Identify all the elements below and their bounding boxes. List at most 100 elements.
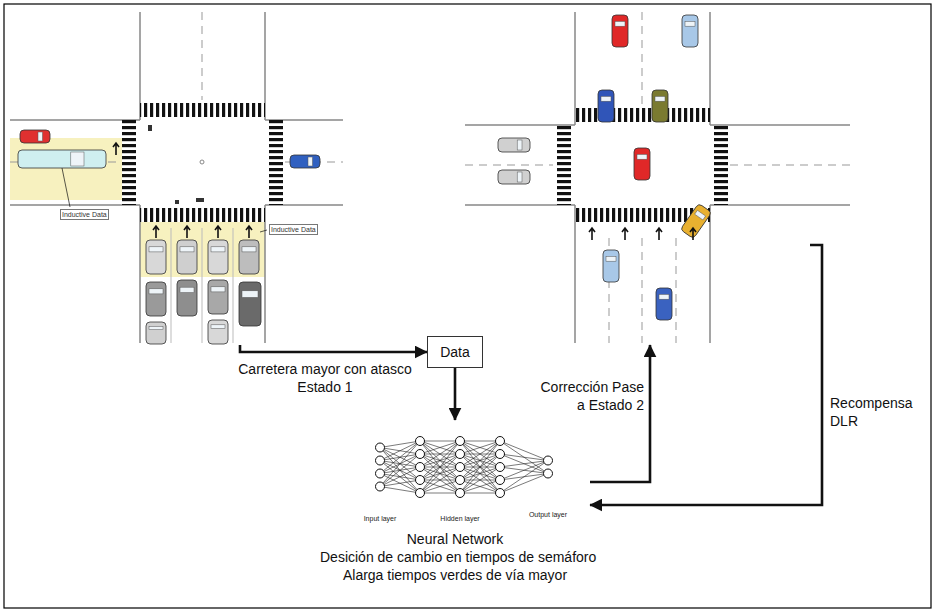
lane-arrow	[246, 226, 252, 238]
drawing-part	[420, 441, 460, 454]
drawing-part	[420, 441, 460, 467]
drawing-part	[200, 160, 204, 164]
drawing-part	[62, 143, 696, 240]
drawing-part	[380, 487, 420, 494]
drawing-part	[269, 120, 283, 205]
drawing-part	[601, 96, 611, 101]
drawing-part	[380, 461, 420, 494]
drawing-part	[149, 289, 163, 294]
data-box: Data	[427, 336, 483, 368]
drawing-part	[496, 476, 505, 485]
lane-arrow	[690, 228, 696, 240]
car-icon	[498, 170, 530, 184]
drawing-part	[465, 12, 850, 343]
drawing-part	[211, 325, 225, 329]
drawing-part	[208, 320, 228, 344]
drawing-part	[380, 448, 420, 494]
drawing-part	[376, 456, 385, 465]
drawing-part	[500, 441, 548, 474]
drawing-part	[420, 441, 460, 454]
drawing-part	[460, 441, 500, 467]
drawing-part	[146, 282, 166, 316]
drawing-part	[380, 480, 420, 487]
drawing-part	[177, 240, 197, 274]
drawing-part	[416, 489, 425, 498]
drawing-part	[685, 21, 695, 26]
car-icon	[290, 155, 320, 168]
intersection-left	[10, 12, 343, 343]
drawing-part	[544, 456, 553, 465]
drawing-part	[496, 489, 505, 498]
drawing-part	[460, 441, 500, 442]
drawing-part	[149, 247, 163, 252]
intersection-right	[465, 12, 850, 343]
lane-arrow	[113, 143, 119, 155]
drawing-part	[517, 172, 522, 182]
drawing-part	[10, 12, 343, 343]
drawing-part	[500, 454, 548, 461]
drawing-part	[196, 198, 204, 202]
drawing-part	[380, 454, 420, 487]
drawing-part	[146, 322, 166, 344]
lane-arrow	[184, 226, 190, 238]
drawing-part	[239, 240, 259, 274]
drawing-part	[465, 12, 850, 343]
neural-network: Input layerHidden layerOutput layerNeura…	[320, 420, 590, 605]
drawing-part	[496, 437, 505, 446]
drawing-part	[575, 108, 710, 122]
drawing-part	[10, 138, 122, 200]
drawing-part	[557, 125, 571, 205]
car-icon	[634, 148, 650, 180]
edge-label: Carretera mayor con atasco Estado 1	[230, 360, 420, 396]
car-icon	[20, 130, 50, 143]
drawing-part	[420, 454, 460, 493]
drawing-part	[149, 326, 163, 329]
flow-arrow	[240, 345, 427, 352]
lane-arrow	[589, 228, 595, 240]
drawing-part	[416, 437, 425, 446]
drawing-part	[460, 467, 500, 493]
drawing-part	[498, 170, 530, 184]
drawing-part	[420, 493, 460, 494]
drawing-part	[38, 132, 43, 141]
drawing-part	[637, 154, 647, 159]
car-icon	[208, 320, 228, 344]
car-icon	[598, 90, 614, 122]
lane-arrow	[215, 226, 221, 238]
intersection-state-1: Inductive DataInductive Data	[5, 10, 345, 345]
drawing-part	[175, 200, 179, 204]
drawing-part	[242, 291, 258, 298]
drawing-part	[420, 467, 460, 493]
car-icon	[682, 15, 698, 47]
car-icon	[603, 250, 619, 282]
drawing-part	[376, 482, 385, 491]
car-icon	[208, 240, 228, 274]
drawing-part	[460, 493, 500, 494]
lane-arrow	[622, 228, 628, 240]
drawing-part	[380, 441, 420, 487]
drawing-part	[242, 247, 256, 252]
drawing-part	[695, 210, 706, 220]
layer-label: Output layer	[529, 510, 567, 519]
drawing-part	[71, 152, 84, 166]
car-icon	[146, 240, 166, 274]
drawing-part	[416, 450, 425, 459]
drawing-part	[177, 280, 197, 316]
drawing-part	[456, 463, 465, 472]
lane-arrow	[656, 228, 662, 240]
car-icon	[239, 282, 261, 326]
drawing-part	[10, 120, 343, 205]
drawing-part	[460, 441, 500, 493]
neural-network-icon	[376, 437, 553, 498]
drawing-part	[460, 441, 500, 454]
drawing-part	[606, 256, 616, 261]
drawing-part	[460, 441, 500, 480]
car-icon	[18, 150, 106, 168]
car-icon	[177, 280, 197, 316]
drawing-part	[239, 282, 261, 326]
drawing-part	[180, 287, 194, 292]
drawing-part	[612, 15, 628, 47]
car-icon	[146, 282, 166, 316]
drawing-part	[420, 441, 460, 493]
